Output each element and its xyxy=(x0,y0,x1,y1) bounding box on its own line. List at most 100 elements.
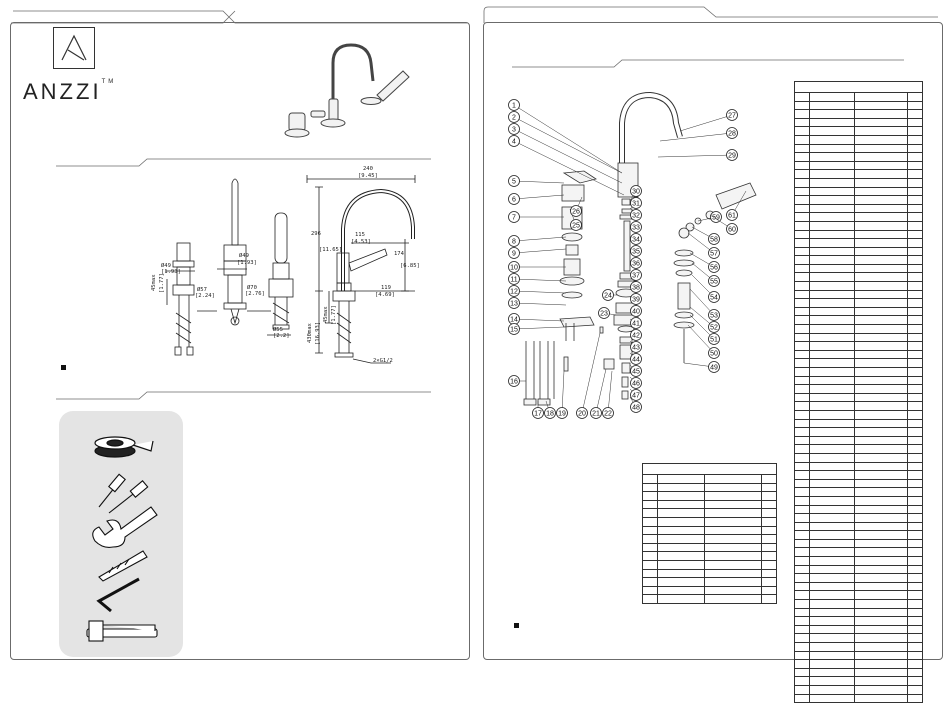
table-cell xyxy=(794,495,810,506)
table-cell xyxy=(854,349,908,360)
table-cell xyxy=(704,542,762,553)
table-cell xyxy=(854,401,908,411)
callout-number: 4 xyxy=(512,138,516,145)
table-cell xyxy=(794,100,810,111)
table-cell xyxy=(907,375,923,386)
table-cell xyxy=(854,538,908,549)
callout-number: 48 xyxy=(632,404,640,411)
callout-circle xyxy=(508,123,520,135)
table-row xyxy=(642,491,777,501)
table-cell xyxy=(794,229,810,240)
table-cell xyxy=(809,478,855,489)
table-cell xyxy=(657,508,705,518)
callout-circle xyxy=(602,289,614,301)
note-bullet xyxy=(61,365,66,370)
drill-bit-icon xyxy=(98,550,148,582)
callout-number: 21 xyxy=(592,410,600,417)
table-cell xyxy=(854,126,908,136)
table-cell xyxy=(907,478,923,489)
table-cell xyxy=(907,676,923,686)
dim-base-dia-hand: Ø55 xyxy=(273,326,283,333)
table-cell xyxy=(907,521,923,532)
table-cell xyxy=(854,693,908,703)
callout-leader xyxy=(513,290,567,294)
table-cell xyxy=(761,559,777,570)
table-cell xyxy=(794,530,810,540)
table-cell xyxy=(809,298,855,308)
table-cell xyxy=(809,195,855,205)
callout-circle xyxy=(508,235,520,247)
table-cell xyxy=(794,195,810,205)
callout-number: 25 xyxy=(572,222,580,229)
callout-circle xyxy=(708,275,720,287)
dim-base-dia-mid: Ø49 xyxy=(239,252,249,259)
adjustable-wrench-icon xyxy=(92,506,158,548)
callout-circle xyxy=(630,185,642,197)
table-cell xyxy=(794,616,810,626)
callout-number: 33 xyxy=(632,224,640,231)
anzzi-logo xyxy=(53,27,95,69)
table-cell xyxy=(854,152,908,162)
table-cell xyxy=(809,263,855,274)
callout-circle xyxy=(630,197,642,209)
table-row xyxy=(794,332,923,343)
callout-circle xyxy=(508,323,520,335)
table-cell xyxy=(907,418,923,429)
callout-number: 50 xyxy=(710,350,718,357)
table-cell xyxy=(794,409,810,420)
callout-circle xyxy=(708,309,720,321)
table-cell xyxy=(809,693,855,703)
callout-number: 10 xyxy=(510,264,518,271)
table-row xyxy=(642,551,777,561)
table-cell xyxy=(854,272,908,283)
table-cell xyxy=(907,177,923,188)
callout-number: 57 xyxy=(710,250,718,257)
callout-number: 59 xyxy=(712,214,720,221)
table-cell xyxy=(794,573,810,583)
callout-number: 1 xyxy=(512,102,516,109)
callout-number: 28 xyxy=(728,130,736,137)
table-cell xyxy=(854,100,908,111)
table-row xyxy=(794,495,923,506)
table-cell xyxy=(761,491,777,501)
table-cell xyxy=(794,581,810,592)
table-cell xyxy=(809,255,855,265)
table-row xyxy=(794,470,923,480)
right-section-divider xyxy=(512,59,904,68)
table-cell xyxy=(704,491,762,501)
table-cell xyxy=(854,392,908,403)
callout-circle xyxy=(532,407,544,419)
table-cell xyxy=(854,332,908,343)
table-row xyxy=(794,590,923,601)
table-cell xyxy=(907,367,923,377)
table-cell xyxy=(794,117,810,128)
table-row xyxy=(794,92,923,102)
table-cell xyxy=(907,538,923,549)
table-cell xyxy=(809,358,855,368)
callout-leader xyxy=(513,116,623,174)
table-cell xyxy=(907,324,923,334)
table-cell xyxy=(794,392,810,403)
table-cell xyxy=(854,676,908,686)
dim-overall-width-in: [9.45] xyxy=(358,173,378,179)
callout-number: 47 xyxy=(632,392,640,399)
table-cell xyxy=(854,169,908,179)
callout-circle xyxy=(710,211,722,223)
table-cell xyxy=(642,594,658,604)
table-row xyxy=(794,487,923,497)
table-cell xyxy=(794,461,810,472)
table-cell xyxy=(809,538,855,549)
callout-number: 44 xyxy=(632,356,640,363)
brand-name: ANZZITM xyxy=(23,79,116,105)
table-cell xyxy=(854,470,908,480)
callout-circle xyxy=(726,149,738,161)
table-cell xyxy=(907,169,923,179)
teflon-tape-icon xyxy=(94,436,154,458)
table-cell xyxy=(907,487,923,497)
table-cell xyxy=(809,306,855,317)
callout-leader xyxy=(513,326,565,330)
callout-number: 15 xyxy=(510,326,518,333)
table-row xyxy=(642,516,777,527)
table-row xyxy=(794,538,923,549)
table-cell xyxy=(907,401,923,411)
